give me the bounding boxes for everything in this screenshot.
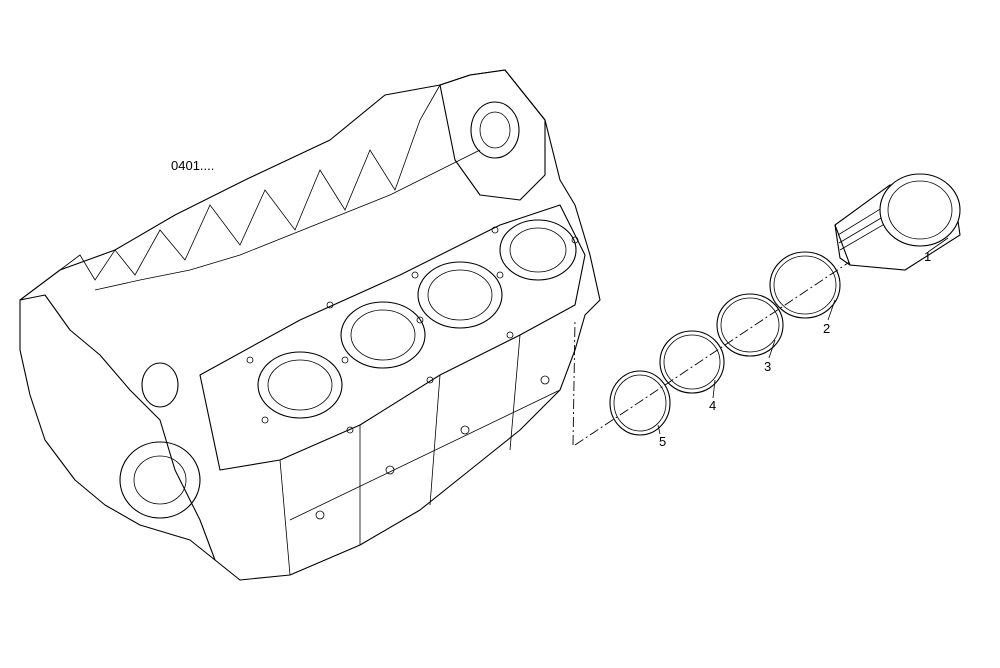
callout-4: 4 xyxy=(709,398,717,413)
seal-ring-4 xyxy=(659,330,725,394)
seal-ring-2 xyxy=(769,251,841,319)
callout-2: 2 xyxy=(823,321,831,336)
callout-1: 1 xyxy=(924,249,932,264)
callout-3: 3 xyxy=(764,359,772,374)
cylinder-liner-part xyxy=(834,173,961,271)
callout-5: 5 xyxy=(659,434,667,449)
seal-ring-3 xyxy=(716,293,784,357)
leader-lines xyxy=(657,237,949,435)
assembly-reference-label: 0401.... xyxy=(171,158,215,173)
seal-ring-5 xyxy=(609,370,671,436)
engine-block xyxy=(19,69,601,581)
